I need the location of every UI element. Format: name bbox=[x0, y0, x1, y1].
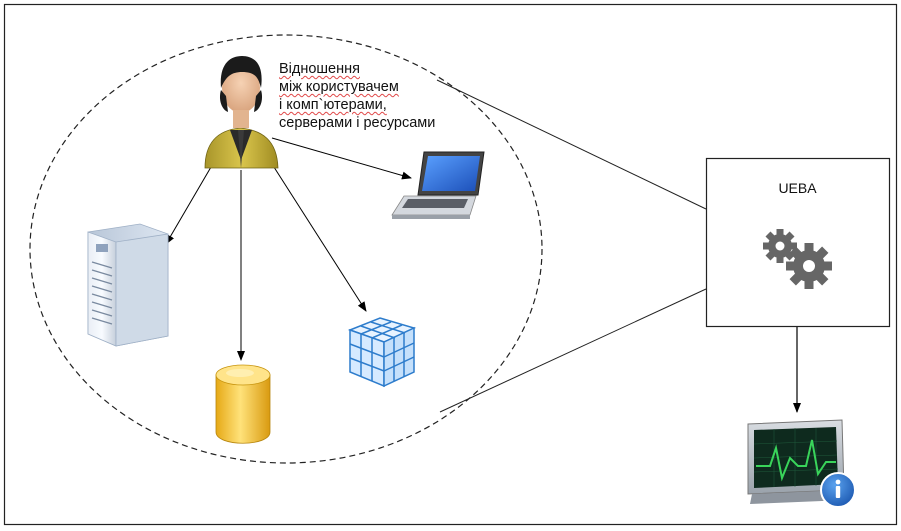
zoom-line-top bbox=[436, 79, 707, 210]
gears-icon bbox=[763, 229, 832, 289]
laptop-icon bbox=[391, 151, 485, 219]
outer-frame bbox=[3, 3, 898, 526]
server-tower-icon bbox=[87, 223, 169, 347]
arrow-user-to-server bbox=[165, 166, 212, 245]
monitor-info-icon bbox=[747, 419, 856, 508]
relation-label-line-4: серверами і ресурсами bbox=[279, 115, 436, 131]
user-avatar-icon bbox=[204, 56, 279, 169]
ueba-box bbox=[705, 157, 891, 328]
relation-label-line-2: між користувачем bbox=[279, 79, 399, 95]
zoom-line-bottom bbox=[439, 288, 707, 413]
relation-label: Відношення між користувачем і комп`ютера… bbox=[279, 60, 435, 132]
relation-label-line-3: і комп`ютерами, bbox=[279, 97, 387, 113]
arrow-user-to-laptop bbox=[271, 137, 412, 180]
database-cylinder-icon bbox=[215, 364, 271, 444]
relation-label-line-1: Відношення bbox=[279, 61, 360, 77]
data-cube-icon bbox=[347, 317, 417, 388]
arrow-user-to-cube bbox=[271, 163, 367, 312]
relations-ellipse bbox=[29, 34, 543, 464]
ueba-title: UEBA bbox=[778, 180, 817, 196]
